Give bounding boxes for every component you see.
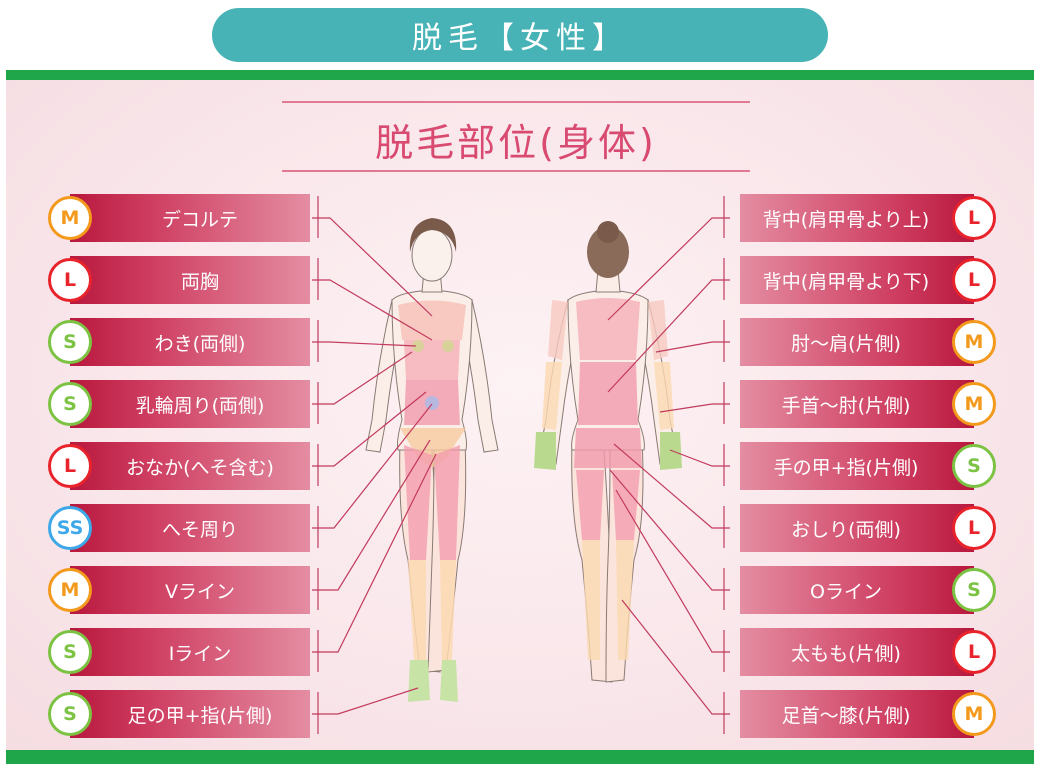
- size-badge: SS: [48, 506, 92, 550]
- size-badge: M: [952, 320, 996, 364]
- body-part-label: 背中(肩甲骨より下): [762, 270, 930, 293]
- back-body-figure: [534, 221, 682, 683]
- body-part-bar: おしり(両側): [740, 504, 974, 552]
- list-item: Oライン S: [710, 566, 1040, 614]
- body-part-bar: 手首〜肘(片側): [740, 380, 974, 428]
- body-part-label: 手の甲+指(片側): [773, 456, 919, 479]
- body-part-label: おしり(両側): [791, 518, 901, 541]
- list-item: おなか(へそ含む) L: [0, 442, 330, 490]
- body-part-label: Iライン: [168, 642, 232, 665]
- body-part-bar: 足首〜膝(片側): [740, 690, 974, 738]
- list-item: 乳輪周り(両側) S: [0, 380, 330, 428]
- size-badge: S: [952, 568, 996, 612]
- body-part-bar: 足の甲+指(片側): [70, 690, 310, 738]
- size-badge: L: [952, 630, 996, 674]
- size-badge: M: [952, 692, 996, 736]
- body-part-label: へそ周り: [161, 518, 238, 541]
- size-badge: L: [952, 506, 996, 550]
- list-item: Vライン M: [0, 566, 330, 614]
- list-item: わき(両側) S: [0, 318, 330, 366]
- size-badge: L: [952, 196, 996, 240]
- size-badge: L: [48, 258, 92, 302]
- body-part-bar: へそ周り: [70, 504, 310, 552]
- size-badge: S: [48, 320, 92, 364]
- list-item: Iライン S: [0, 628, 330, 676]
- list-item: デコルテ M: [0, 194, 330, 242]
- size-badge: M: [48, 196, 92, 240]
- list-item: 太もも(片側) L: [710, 628, 1040, 676]
- list-item: 両胸 L: [0, 256, 330, 304]
- size-badge: S: [48, 630, 92, 674]
- body-part-bar: 手の甲+指(片側): [740, 442, 974, 490]
- body-part-label: デコルテ: [161, 208, 238, 231]
- body-part-bar: おなか(へそ含む): [70, 442, 310, 490]
- body-part-bar: 乳輪周り(両側): [70, 380, 310, 428]
- body-part-label: 肘〜肩(片側): [791, 332, 901, 355]
- list-item: 背中(肩甲骨より下) L: [710, 256, 1040, 304]
- body-part-bar: Oライン: [740, 566, 974, 614]
- list-item: 足の甲+指(片側) S: [0, 690, 330, 738]
- body-part-label: Oライン: [810, 580, 882, 603]
- body-part-bar: 背中(肩甲骨より上): [740, 194, 974, 242]
- section-title: 脱毛部位(身体): [375, 121, 657, 165]
- list-item: 手の甲+指(片側) S: [710, 442, 1040, 490]
- bottom-divider: [6, 750, 1034, 764]
- body-part-label: 乳輪周り(両側): [135, 394, 265, 417]
- size-badge: S: [48, 382, 92, 426]
- top-divider: [6, 70, 1034, 80]
- body-part-label: Vライン: [165, 580, 235, 603]
- front-body-figure: [365, 218, 499, 702]
- body-part-bar: Iライン: [70, 628, 310, 676]
- list-item: 肘〜肩(片側) M: [710, 318, 1040, 366]
- list-item: 足首〜膝(片側) M: [710, 690, 1040, 738]
- title-rule-top: [282, 101, 750, 103]
- body-part-bar: 肘〜肩(片側): [740, 318, 974, 366]
- body-part-bar: 背中(肩甲骨より下): [740, 256, 974, 304]
- body-part-label: 太もも(片側): [791, 642, 901, 665]
- title-rule-bottom: [282, 170, 750, 172]
- list-item: おしり(両側) L: [710, 504, 1040, 552]
- leader-lines: [312, 196, 730, 734]
- size-badge: M: [48, 568, 92, 612]
- body-part-label: おなか(へそ含む): [126, 456, 274, 479]
- size-badge: L: [48, 444, 92, 488]
- body-part-label: 両胸: [180, 270, 219, 293]
- body-part-bar: わき(両側): [70, 318, 310, 366]
- body-part-bar: Vライン: [70, 566, 310, 614]
- body-part-label: 手首〜肘(片側): [781, 394, 911, 417]
- body-part-label: わき(両側): [154, 332, 246, 355]
- size-badge: S: [952, 444, 996, 488]
- body-part-bar: デコルテ: [70, 194, 310, 242]
- list-item: 背中(肩甲骨より上) L: [710, 194, 1040, 242]
- size-badge: S: [48, 692, 92, 736]
- list-item: 手首〜肘(片側) M: [710, 380, 1040, 428]
- list-item: へそ周り SS: [0, 504, 330, 552]
- header-title: 脱毛【女性】: [212, 8, 828, 62]
- body-part-bar: 両胸: [70, 256, 310, 304]
- body-part-label: 足首〜膝(片側): [781, 704, 911, 727]
- size-badge: L: [952, 258, 996, 302]
- body-part-label: 背中(肩甲骨より上): [762, 208, 930, 231]
- size-badge: M: [952, 382, 996, 426]
- body-part-bar: 太もも(片側): [740, 628, 974, 676]
- body-part-label: 足の甲+指(片側): [127, 704, 273, 727]
